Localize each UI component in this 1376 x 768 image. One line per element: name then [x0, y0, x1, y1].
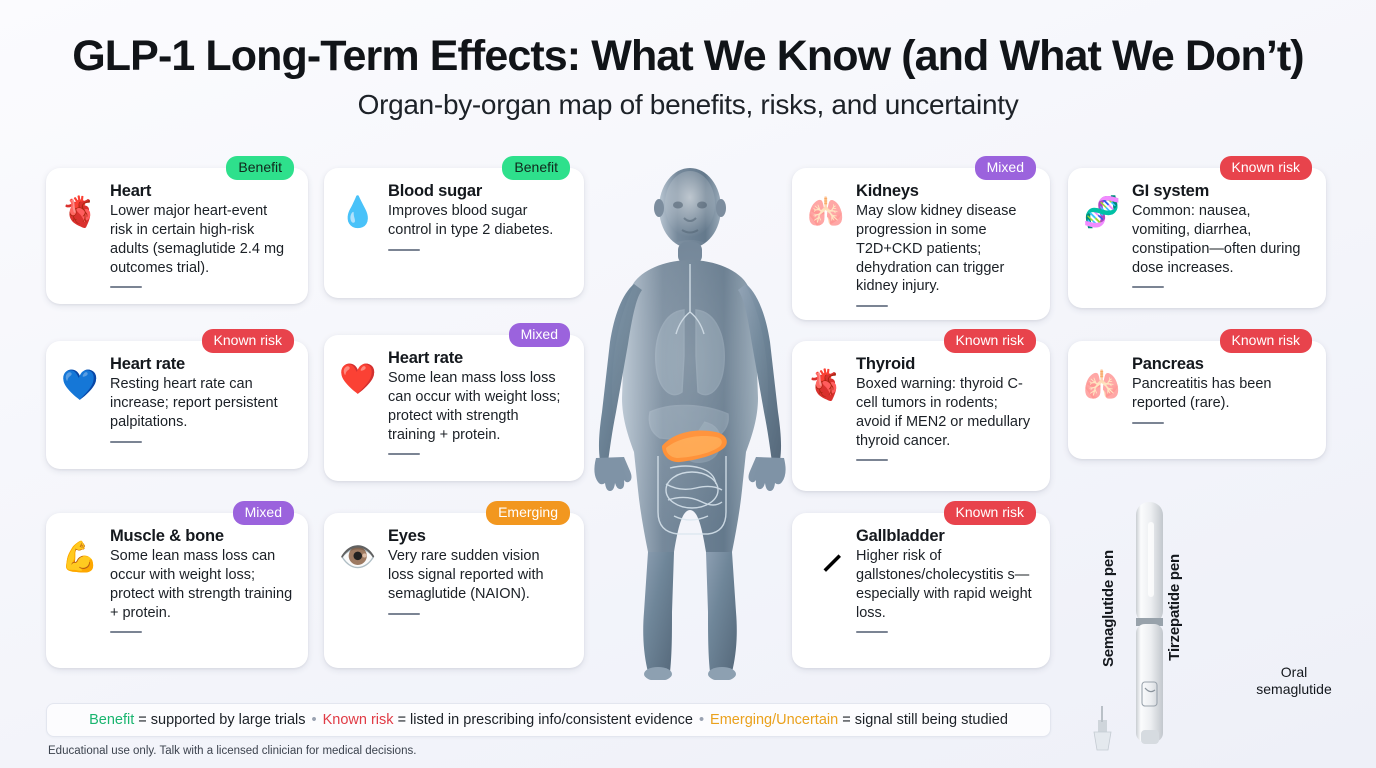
product-illustration: Semaglutide pen Tirzepatide pen Oral sem… [1078, 492, 1366, 754]
card-divider [856, 459, 888, 462]
semaglutide-pen-label: Semaglutide pen [1100, 550, 1117, 668]
card-title: Thyroid [856, 355, 916, 373]
card-text: Improves blood sugar control in type 2 d… [388, 203, 554, 238]
status-badge: Mixed [232, 501, 294, 525]
status-badge: Known risk [201, 329, 294, 353]
stomach-icon: 🧬 [1083, 196, 1121, 229]
card-text: Lower major heart-event risk in certain … [110, 203, 285, 276]
card-title: GI system [1132, 182, 1210, 200]
card-pancreas[interactable]: Known risk 🫁 Pancreas Pancreatitis has b… [1068, 329, 1326, 459]
flexed-biceps-icon: 💪 [61, 541, 99, 574]
card-title: Heart rate [388, 349, 464, 367]
card-heart-rate-mixed[interactable]: Mixed ❤️ Heart rate Some lean mass loss … [324, 323, 584, 481]
card-divider [856, 305, 888, 308]
card-divider [856, 631, 888, 634]
human-anatomy-figure [588, 160, 793, 680]
card-text: Boxed warning: thyroid C-cell tumors in … [856, 376, 1031, 449]
card-text: Some lean mass loss can occur with weigh… [110, 548, 293, 621]
status-badge: Benefit [502, 156, 570, 180]
card-text: Higher risk of gallstones/cholecystitis … [856, 548, 1032, 621]
pancreas-icon: 🫁 [1083, 369, 1121, 402]
status-badge: Known risk [943, 329, 1036, 353]
heart-pulse-blue-icon: 💙 [61, 369, 99, 402]
status-badge: Known risk [943, 501, 1036, 525]
gallbladder-icon: 🮣 [811, 541, 841, 574]
card-blood-sugar[interactable]: Benefit 💧 Blood sugar Improves blood sug… [324, 156, 584, 298]
card-divider [388, 453, 420, 456]
legend-text-emerging: = signal still being studied [842, 712, 1008, 728]
card-title: Blood sugar [388, 182, 483, 200]
page-subtitle: Organ-by-organ map of benefits, risks, a… [357, 89, 1019, 121]
card-thyroid[interactable]: Known risk 🫀 Thyroid Boxed warning: thyr… [792, 329, 1050, 491]
card-title: Muscle & bone [110, 527, 224, 545]
card-heart-rate-risk[interactable]: Known risk 💙 Heart rate Resting heart ra… [46, 329, 308, 469]
status-badge: Emerging [486, 501, 570, 525]
card-eyes[interactable]: Emerging 👁️ Eyes Very rare sudden vision… [324, 501, 584, 668]
card-text: Very rare sudden vision loss signal repo… [388, 548, 544, 602]
needle-tip [1093, 706, 1112, 751]
status-badge: Mixed [508, 323, 570, 347]
card-heart[interactable]: Benefit 🫀 Heart Lower major heart-event … [46, 156, 308, 304]
card-divider [110, 631, 142, 634]
legend-separator: • [311, 712, 317, 728]
heart-pulse-red-icon: ❤️ [339, 363, 377, 396]
tirzepatide-pen-label: Tirzepatide pen [1166, 554, 1183, 661]
semaglutide-pen [1136, 502, 1163, 744]
card-title: Heart rate [110, 355, 186, 373]
card-kidneys[interactable]: Mixed 🫁 Kidneys May slow kidney disease … [792, 156, 1050, 321]
thyroid-gland-icon: 🫀 [807, 369, 845, 402]
legend-separator: • [698, 712, 705, 728]
blood-drop-sugar-cube-icon: 💧 [339, 196, 377, 229]
card-gallbladder[interactable]: Known risk 🮣 Gallbladder Higher risk of … [792, 501, 1050, 668]
card-title: Gallbladder [856, 527, 945, 545]
disclaimer-footnote: Educational use only. Talk with a licens… [48, 745, 417, 757]
legend-key-benefit: Benefit [89, 712, 135, 728]
card-title: Kidneys [856, 182, 919, 200]
card-text: Common: nausea, vomiting, diarrhea, cons… [1132, 203, 1301, 276]
legend-key-risk: Known risk [322, 712, 394, 728]
card-divider [1132, 421, 1164, 424]
kidneys-icon: 🫁 [807, 196, 845, 229]
page-title: GLP-1 Long-Term Effects: What We Know (a… [72, 32, 1304, 80]
status-badge: Known risk [1219, 156, 1312, 180]
card-text: Resting heart rate can increase; report … [110, 376, 278, 430]
oral-semaglutide-label: Oral semaglutide [1256, 664, 1332, 698]
header: GLP-1 Long-Term Effects: What We Know (a… [0, 0, 1376, 121]
card-divider [110, 286, 142, 289]
card-text: Pancreatitis has been reported (rare). [1132, 376, 1272, 411]
card-divider [1132, 286, 1164, 289]
card-text: May slow kidney disease progression in s… [856, 203, 1017, 295]
card-title: Eyes [388, 527, 426, 545]
eye-icon: 👁️ [339, 541, 377, 574]
card-muscle-bone[interactable]: Mixed 💪 Muscle & bone Some lean mass los… [46, 501, 308, 668]
status-badge: Benefit [226, 156, 294, 180]
card-divider [388, 248, 420, 251]
card-gi-system[interactable]: Known risk 🧬 GI system Common: nausea, v… [1068, 156, 1326, 308]
card-divider [110, 440, 142, 443]
card-title: Pancreas [1132, 355, 1204, 373]
legend-text-risk: = listed in prescribing info/consistent … [397, 712, 693, 728]
legend-key-emerging: Emerging/Uncertain [710, 712, 839, 728]
status-badge: Mixed [974, 156, 1036, 180]
status-badge: Known risk [1219, 329, 1312, 353]
anatomical-heart-icon: 🫀 [61, 196, 99, 229]
legend-bar: Benefit = supported by large trials • Kn… [46, 703, 1051, 737]
card-title: Heart [110, 182, 152, 200]
card-text: Some lean mass loss loss can occur with … [388, 370, 561, 443]
card-divider [388, 612, 420, 615]
legend-text-benefit: = supported by large trials [138, 712, 306, 728]
